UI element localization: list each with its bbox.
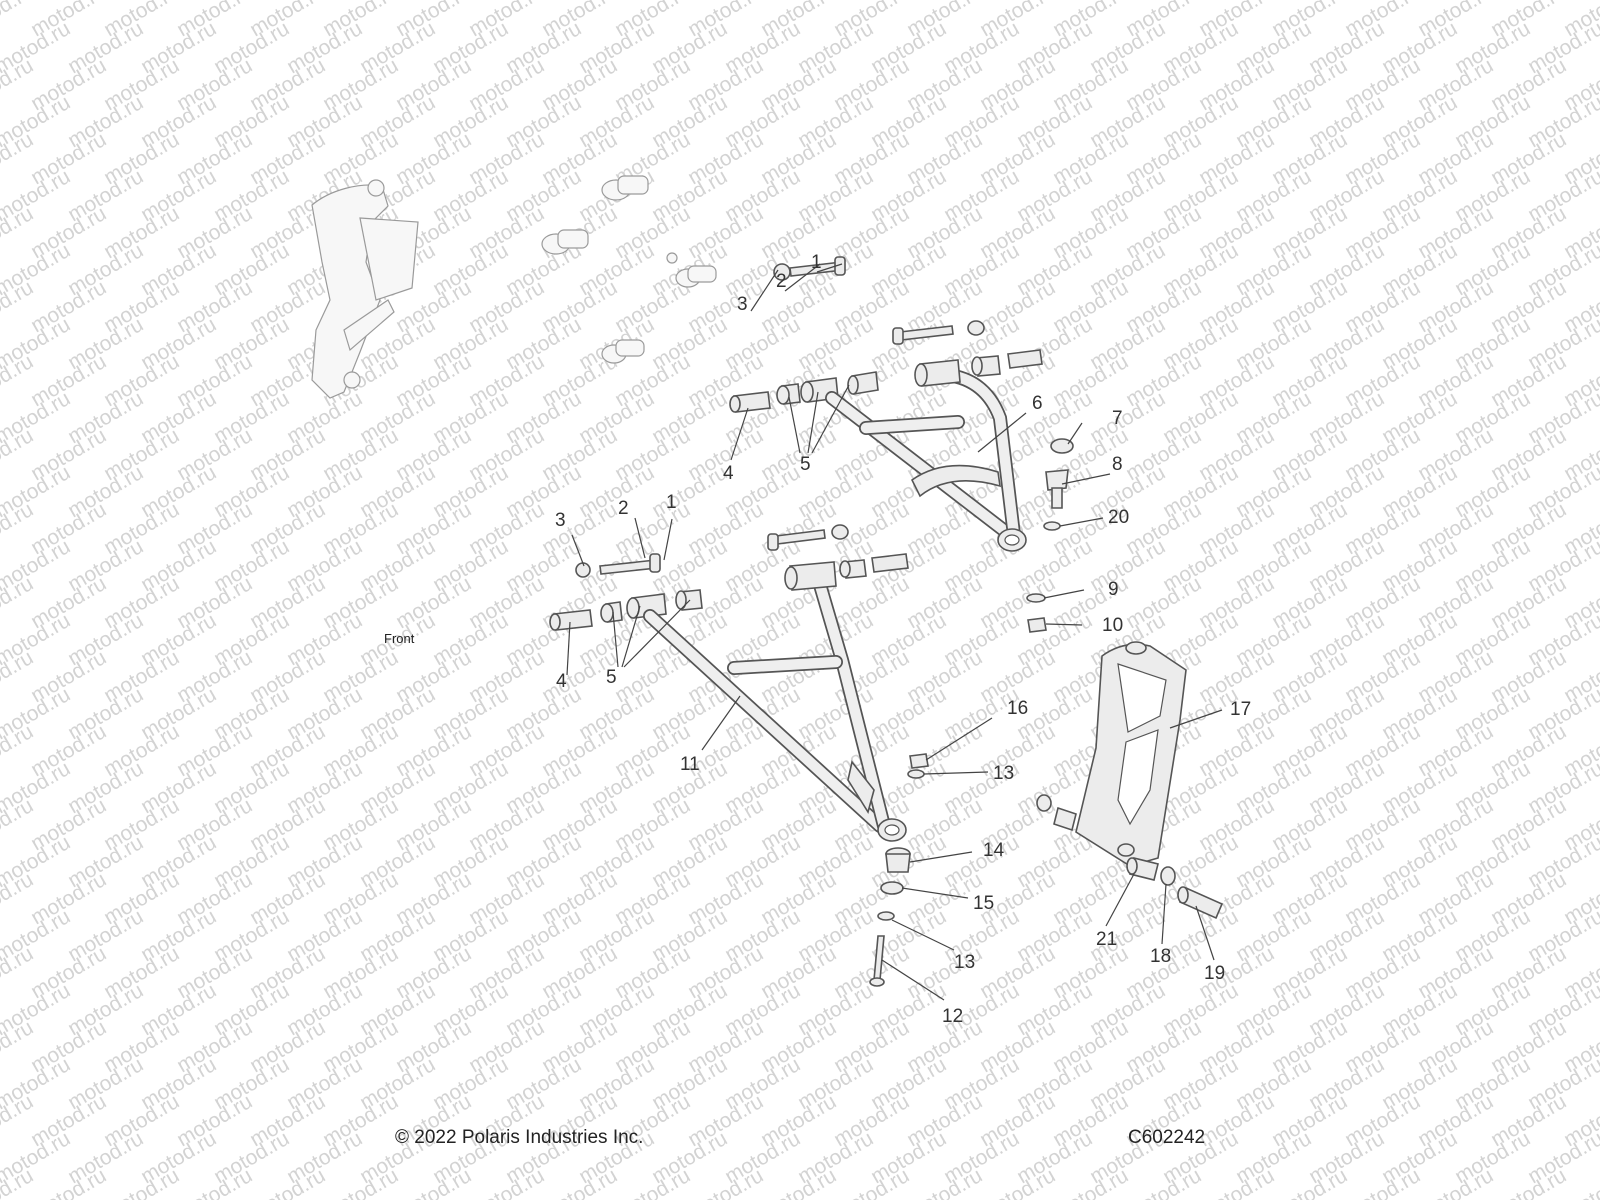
knuckle-assembly-17 xyxy=(1036,641,1224,920)
lower-rear-bolt xyxy=(767,524,849,551)
callout-lower-4: 4 xyxy=(556,671,567,692)
bushing-pair-left xyxy=(1036,794,1077,832)
callout-upper-20: 20 xyxy=(1108,507,1129,528)
drawing-code: C602242 xyxy=(1128,1127,1206,1148)
ball-joint-8 xyxy=(1045,469,1069,509)
upper-bolt-1 xyxy=(773,256,846,281)
upper-bushings-5 xyxy=(776,371,879,405)
callout-lower-9: 9 xyxy=(1108,579,1119,600)
washer-20 xyxy=(1043,521,1061,531)
bolt-12 xyxy=(869,935,885,987)
leader-lines xyxy=(566,263,1223,1001)
callout-lower-14: 14 xyxy=(983,840,1005,861)
washer-18 xyxy=(1160,866,1176,886)
lower-control-arm-assembly xyxy=(549,524,1047,987)
upper-control-arm-assembly xyxy=(729,256,1074,552)
callout-lower-13a: 13 xyxy=(993,763,1014,784)
callout-lower-5: 5 xyxy=(606,667,617,688)
lower-rear-bushings xyxy=(839,553,909,579)
callout-lower-11: 11 xyxy=(680,754,700,775)
lower-bushings-5 xyxy=(600,589,703,623)
copyright-notice: © 2022 Polaris Industries Inc. xyxy=(395,1127,644,1148)
ball-joint-14 xyxy=(885,847,911,873)
callout-lower-3: 3 xyxy=(555,510,566,531)
callout-lower-13b: 13 xyxy=(954,952,975,973)
callout-upper-3: 3 xyxy=(737,294,748,315)
lower-sleeve-4 xyxy=(549,609,593,631)
callout-lower-12: 12 xyxy=(942,1006,963,1027)
callout-numbers: 1 2 3 4 5 6 7 8 20 1 2 3 4 5 9 10 11 16 … xyxy=(555,252,1251,1027)
sleeve-19 xyxy=(1177,886,1224,920)
circlip-7 xyxy=(1050,438,1074,454)
callout-lower-2: 2 xyxy=(618,498,629,519)
callout-upper-6: 6 xyxy=(1032,393,1043,414)
callout-upper-1: 1 xyxy=(811,252,822,273)
callout-upper-5: 5 xyxy=(800,454,811,475)
upper-rear-bolt xyxy=(892,320,985,345)
washer-9 xyxy=(1026,593,1046,603)
callout-lower-1: 1 xyxy=(666,492,677,513)
chassis-reference-ghost xyxy=(311,175,717,399)
front-direction-label: Front xyxy=(384,631,415,646)
circlip-15 xyxy=(880,881,904,895)
callout-upper-4: 4 xyxy=(723,463,734,484)
nut-10 xyxy=(1027,617,1047,633)
callout-upper-2: 2 xyxy=(776,271,787,292)
upper-a-arm-6 xyxy=(825,359,1027,552)
bushing-21 xyxy=(1126,857,1159,881)
callout-lower-15: 15 xyxy=(973,893,994,914)
callout-lower-16: 16 xyxy=(1007,698,1028,719)
callout-upper-7: 7 xyxy=(1112,408,1123,429)
callout-knuckle-21: 21 xyxy=(1096,929,1117,950)
callout-upper-8: 8 xyxy=(1112,454,1123,475)
upper-sleeve-4 xyxy=(729,391,771,413)
callout-lower-10: 10 xyxy=(1102,615,1123,636)
washer-13-lower xyxy=(877,911,895,921)
washer-13-upper xyxy=(907,769,925,779)
callout-knuckle-19: 19 xyxy=(1204,963,1225,984)
callout-knuckle-17: 17 xyxy=(1230,699,1251,720)
lower-bolt-1 xyxy=(575,553,661,578)
nut-16 xyxy=(909,753,929,769)
callout-knuckle-18: 18 xyxy=(1150,946,1171,967)
lower-a-arm-11 xyxy=(643,561,907,842)
upper-rear-bushings xyxy=(971,349,1043,377)
